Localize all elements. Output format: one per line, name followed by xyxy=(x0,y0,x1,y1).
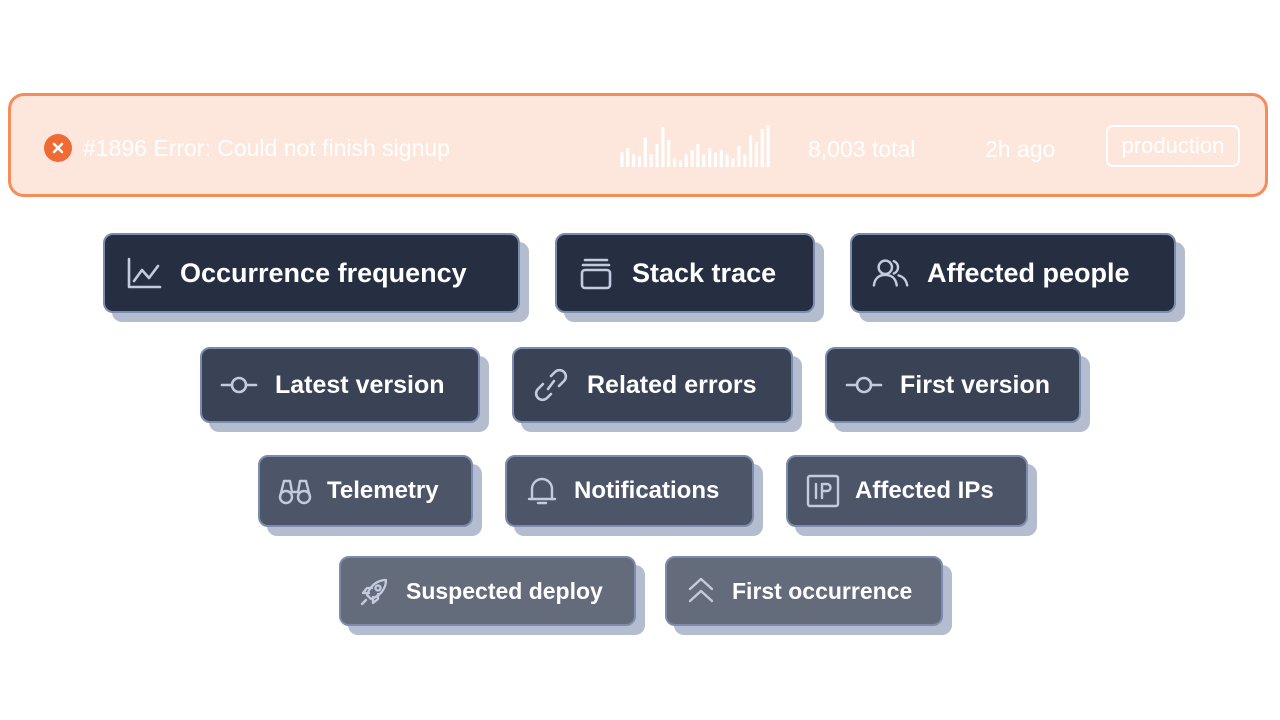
bell-icon xyxy=(524,474,560,508)
sparkline-bar xyxy=(661,127,665,167)
sparkline-bar xyxy=(678,160,682,167)
sparkline-bar xyxy=(672,158,677,167)
line-chart-icon xyxy=(125,254,163,292)
chip-label: Stack trace xyxy=(632,257,777,288)
error-summary-row[interactable]: #1896 Error: Could not finish signup 8,0… xyxy=(8,93,1268,197)
commit-icon xyxy=(845,367,883,403)
environment-badge: production xyxy=(1106,125,1240,167)
sparkline-bar xyxy=(637,156,642,167)
sparkline-bar xyxy=(684,154,688,167)
chip-affected-ips[interactable]: Affected IPs xyxy=(786,455,1028,527)
chip-label: Related errors xyxy=(587,370,757,399)
chip-label: First occurrence xyxy=(732,577,913,604)
chip-notifications[interactable]: Notifications xyxy=(505,455,754,527)
chip-occurrence-frequency[interactable]: Occurrence frequency xyxy=(103,233,520,313)
sparkline-bar xyxy=(655,143,659,167)
stack-icon xyxy=(577,254,615,292)
ip-icon xyxy=(805,474,841,508)
sparkline-bar xyxy=(696,143,700,167)
binoculars-icon xyxy=(277,474,313,508)
chip-first-occurrence[interactable]: First occurrence xyxy=(665,556,943,626)
sparkline-bar xyxy=(690,150,694,167)
chip-label: Notifications xyxy=(574,477,720,504)
chip-label: Affected IPs xyxy=(855,477,994,504)
commit-icon xyxy=(220,367,258,403)
sparkline-bar xyxy=(754,141,758,167)
close-circle-icon xyxy=(44,134,72,162)
error-title: #1896 Error: Could not finish signup xyxy=(83,135,450,161)
chip-affected-people[interactable]: Affected people xyxy=(850,233,1176,313)
chip-label: Latest version xyxy=(275,370,445,399)
link-icon xyxy=(532,367,570,403)
sparkline-bar xyxy=(760,129,764,167)
sparkline-bar xyxy=(643,137,647,167)
chevrons-up-icon xyxy=(684,574,718,608)
sparkline-bar xyxy=(620,152,624,167)
sparkline-bar xyxy=(719,150,723,167)
sparkline-bar xyxy=(702,154,706,167)
sparkline-bar xyxy=(713,152,718,167)
total-count: 8,003 total xyxy=(808,136,916,162)
chip-label: Occurrence frequency xyxy=(180,257,467,288)
users-icon xyxy=(872,254,910,292)
sparkline-bar xyxy=(708,148,712,167)
last-seen-time: 2h ago xyxy=(985,136,1056,162)
chip-telemetry[interactable]: Telemetry xyxy=(258,455,473,527)
chip-label: Telemetry xyxy=(327,477,439,504)
chip-label: First version xyxy=(900,370,1051,399)
sparkline-bar xyxy=(737,146,741,167)
sparkline-bar xyxy=(748,135,753,167)
sparkline-bar xyxy=(743,154,747,167)
chip-label: Affected people xyxy=(927,257,1130,288)
sparkline-bar xyxy=(725,154,729,167)
chip-first-version[interactable]: First version xyxy=(825,347,1081,423)
sparkline-bar xyxy=(626,148,630,167)
chip-stack-trace[interactable]: Stack trace xyxy=(555,233,815,313)
chip-latest-version[interactable]: Latest version xyxy=(200,347,480,423)
chip-suspected-deploy[interactable]: Suspected deploy xyxy=(339,556,636,626)
sparkline-bar xyxy=(632,154,636,167)
rocket-icon xyxy=(358,574,392,608)
sparkline-bar xyxy=(766,125,770,167)
chip-label: Suspected deploy xyxy=(406,577,603,604)
chip-related-errors[interactable]: Related errors xyxy=(512,347,793,423)
sparkline-bar xyxy=(649,154,653,167)
sparkline-bar xyxy=(667,139,671,167)
occurrence-sparkline xyxy=(620,125,770,167)
sparkline-bar xyxy=(731,158,735,167)
